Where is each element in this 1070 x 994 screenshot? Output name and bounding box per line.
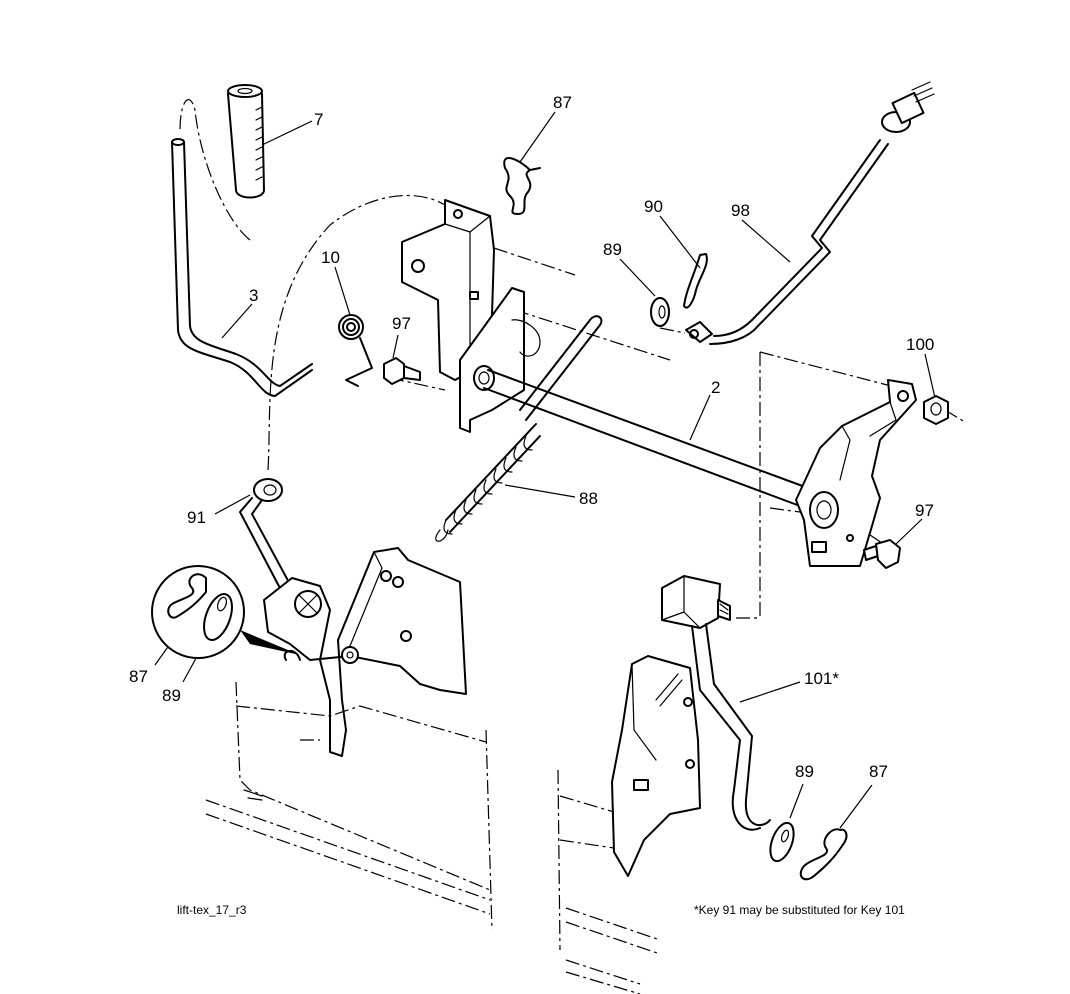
callout-98: 98 [731,201,750,220]
callout-89-bottom: 89 [795,762,814,781]
left-deck-outline [205,681,493,931]
callout-3: 3 [249,286,259,305]
drawing-id: lift-tex_17_r3 [177,903,247,917]
extension-spring-part-88 [435,315,603,542]
shoulder-bolt-part-97-left [383,357,421,385]
nut-part-100 [923,395,949,425]
callout-90: 90 [644,197,663,216]
leader-lines [154,111,936,829]
callout-97-left: 97 [392,314,411,333]
callout-7: 7 [314,110,324,129]
callout-87-inset: 87 [129,667,148,686]
torsion-spring-part-10 [338,314,373,387]
handle-grip-part-7 [227,84,265,199]
callout-89-inset: 89 [162,686,181,705]
callout-2: 2 [711,378,721,397]
hairpin-clip-part-87-top [503,157,541,215]
lift-handle-part-3 [171,138,313,397]
left-deck-bracket [263,547,467,757]
callout-89-top: 89 [603,240,622,259]
callout-101: 101* [804,669,839,688]
callout-87-bottom: 87 [869,762,888,781]
lift-link-part-101 [661,575,771,831]
washer-part-89-bottom [769,821,795,863]
hairpin-clip-part-87-bottom [799,828,848,881]
substitution-note: *Key 91 may be substituted for Key 101 [694,903,905,917]
shoulder-bolt-part-97-right [863,539,901,569]
callout-10: 10 [321,248,340,267]
right-deck-bracket [611,655,701,877]
washer-part-89-top [650,297,670,327]
callout-91: 91 [187,508,206,527]
callout-87-top: 87 [553,93,572,112]
mounting-bracket [401,199,495,381]
right-lift-arm [795,379,917,567]
lift-link-part-91 [239,478,293,593]
cotter-pin-part-90 [683,253,708,309]
callout-97-right: 97 [915,501,934,520]
right-deck-outline [557,769,661,994]
callout-88: 88 [579,489,598,508]
lift-link-part-98 [685,81,935,345]
detail-inset [151,565,300,659]
callout-100: 100 [906,335,935,354]
